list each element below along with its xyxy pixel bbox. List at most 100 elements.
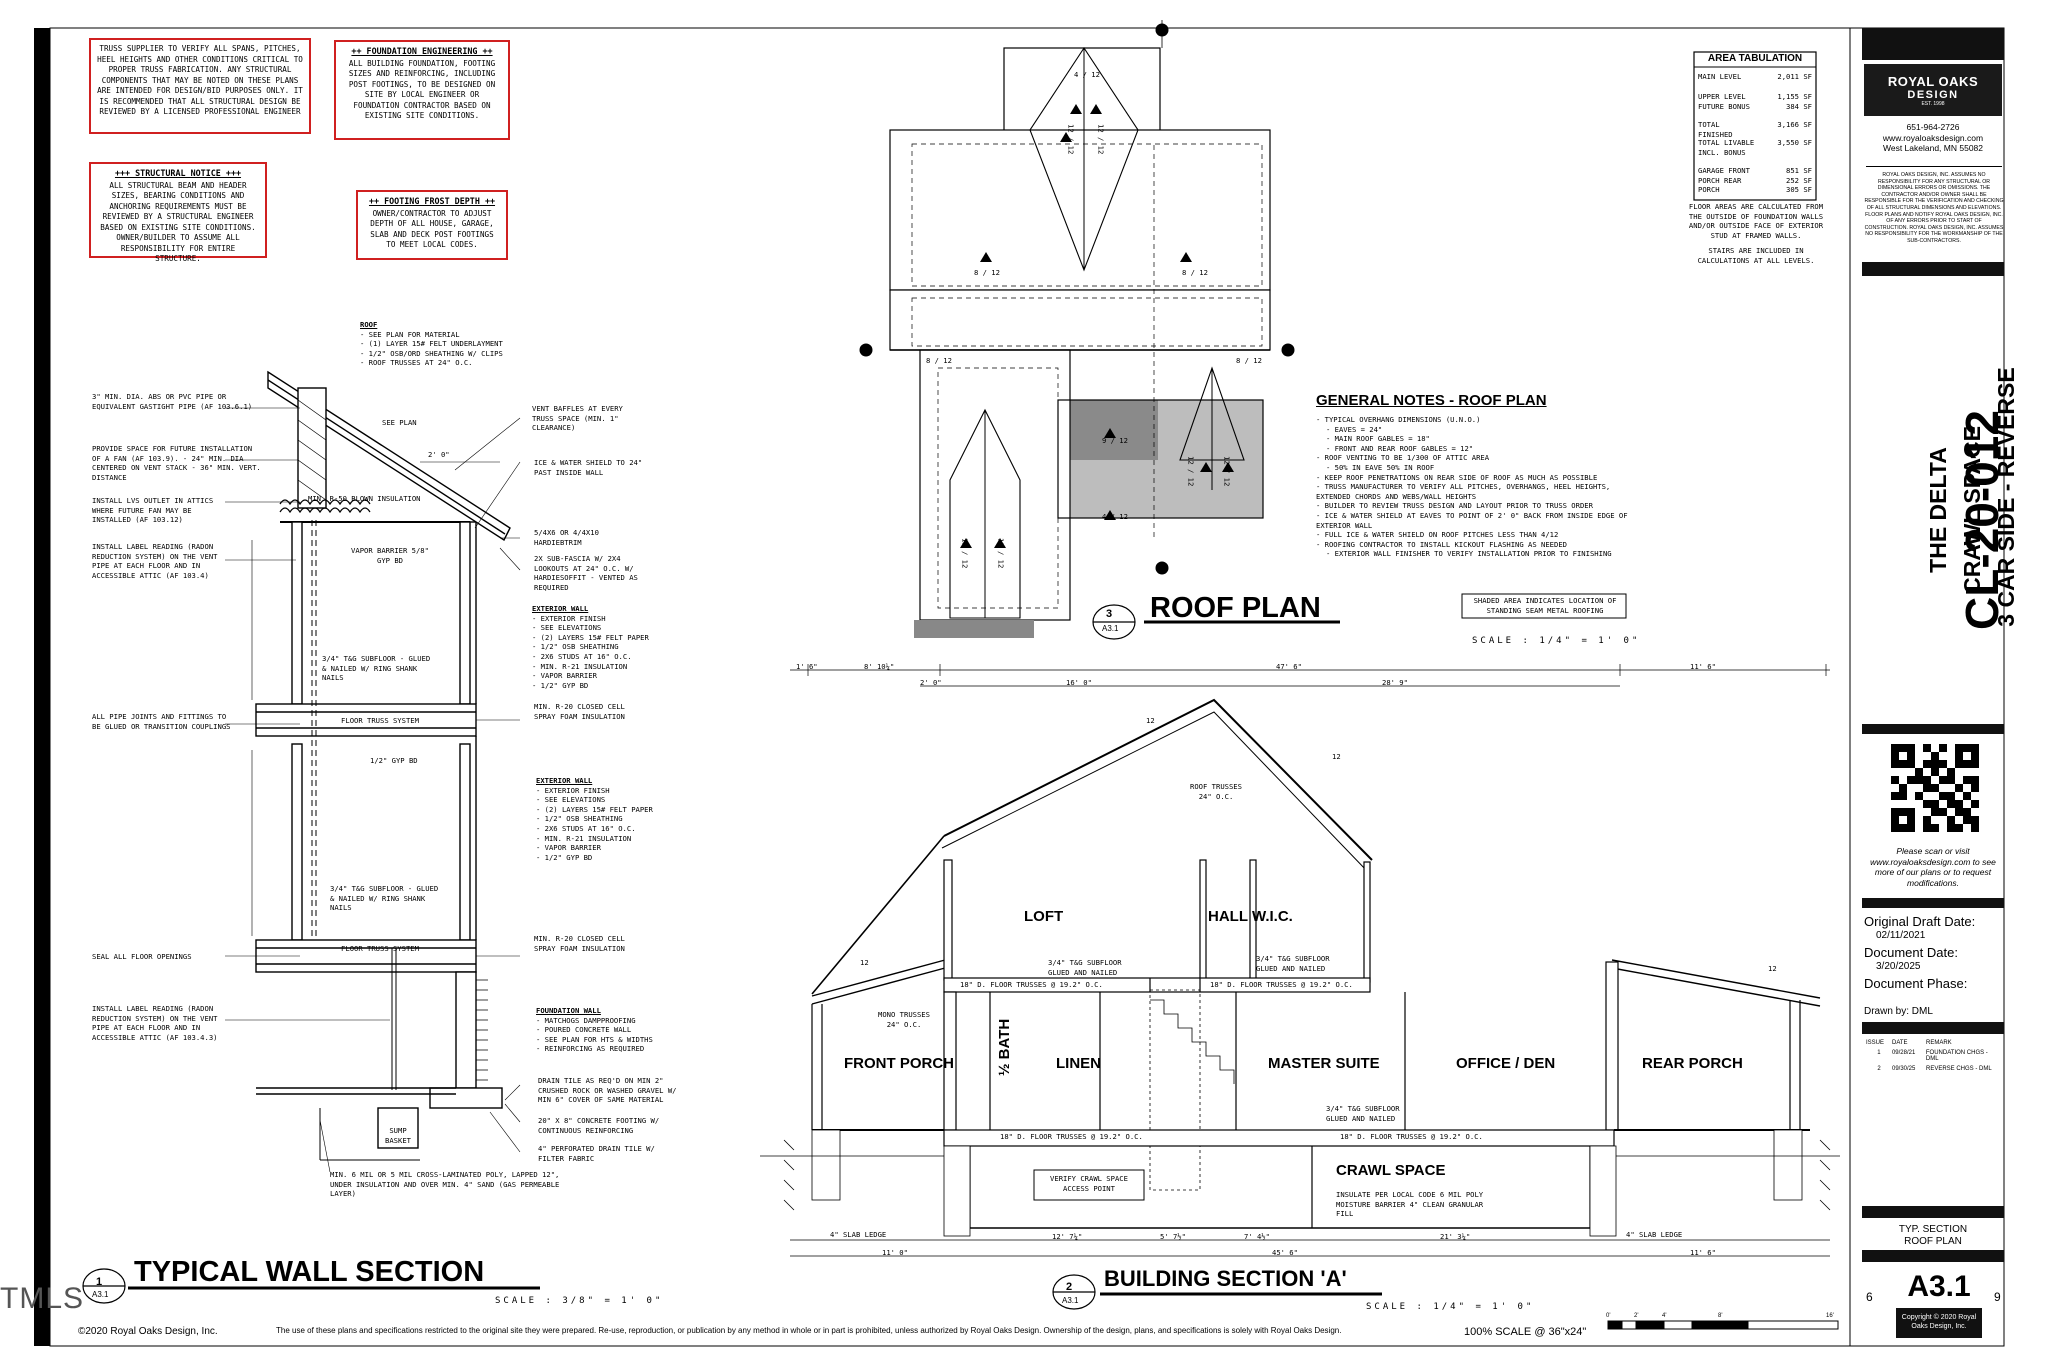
right-note-7: DRAIN TILE AS REQ'D ON MIN 2" CRUSHED RO…: [538, 1076, 677, 1105]
pitch-label: 12 / 12: [1096, 124, 1106, 155]
general-note-item: - KEEP ROOF PENETRATIONS ON REAR SIDE OF…: [1316, 472, 1598, 482]
doc-phase-label: Document Phase:: [1864, 976, 1968, 991]
tb-bar: [1862, 1250, 2004, 1262]
frost-depth-text: OWNER/CONTRACTOR TO ADJUST DEPTH OF ALL …: [370, 208, 494, 250]
floor-trusses-label-1: 18" D. FLOOR TRUSSES @ 19.2" O.C.: [960, 980, 1103, 989]
roof-plan-drawing: [859, 20, 1295, 638]
left-note-6: SEAL ALL FLOOR OPENINGS: [92, 952, 192, 961]
ext-wall-item: - 2X6 STUDS AT 16" O.C.: [536, 823, 636, 833]
wall-section-num: 1: [96, 1276, 103, 1288]
foundation-wall-item: - POURED CONCRETE WALL: [536, 1025, 632, 1035]
scale-tick: 2': [1634, 1313, 1639, 1319]
foundation-wall-item: - SEE PLAN FOR HTS & WIDTHS: [536, 1034, 653, 1044]
general-note-item: - ROOF VENTING TO BE 1/300 OF ATTIC AREA: [1316, 453, 1490, 463]
subfloor-label-1: 3/4" T&G SUBFLOOR - GLUED & NAILED W/ RI…: [322, 654, 431, 683]
ext-wall-item: - SEE ELEVATIONS: [532, 623, 602, 633]
pitch-label: 8 / 12: [1236, 356, 1262, 365]
plan-line-3: 3 CAR SIDE - REVERSE: [1993, 367, 2019, 627]
tb-bar: [1862, 724, 2004, 734]
general-note-item: - EXTERIOR WALL FINISHER TO VERIFY INSTA…: [1326, 549, 1612, 559]
ext-wall-item: - 1/2" OSB SHEATHING: [532, 642, 619, 652]
room-linen: LINEN: [1056, 1055, 1101, 1072]
right-note-1: VENT BAFFLES AT EVERY TRUSS SPACE (MIN. …: [532, 404, 623, 433]
roof-spec: ROOF - SEE PLAN FOR MATERIAL - (1) LAYER…: [360, 320, 520, 368]
general-note-item: - FULL ICE & WATER SHIELD ON ROOF PITCHE…: [1316, 530, 1559, 540]
ext-wall-item: - 1/2" GYP BD: [532, 680, 589, 690]
ext-wall-item: - EXTERIOR FINISH: [532, 613, 606, 623]
general-note-item: - TYPICAL OVERHANG DIMENSIONS (U.N.O.): [1316, 415, 1481, 424]
pitch-label: 12 / 12: [1066, 124, 1076, 155]
left-note-3: INSTALL LVS OUTLET IN ATTICS WHERE FUTUR…: [92, 496, 214, 525]
ext-wall-item: - 1/2" OSB SHEATHING: [536, 814, 623, 824]
issue-n: 1: [1877, 1050, 1881, 1056]
footer-legal: The use of these plans and specification…: [276, 1326, 1342, 1335]
pitch-label: 8 / 12: [1182, 268, 1208, 277]
pitch-12-label: 12: [1332, 752, 1341, 761]
company-contact: 651-964-2726 www.royaloaksdesign.com Wes…: [1862, 122, 2004, 154]
ext-wall-item: - (2) LAYERS 15# FELT PAPER: [532, 632, 649, 642]
roof-plan-num: 3: [1106, 608, 1113, 620]
ext-wall-title: EXTERIOR WALL: [532, 604, 589, 613]
ext-wall-item: - 1/2" GYP BD: [536, 852, 593, 862]
right-note-6: MIN. R-20 CLOSED CELL SPRAY FOAM INSULAT…: [534, 934, 625, 953]
ext-wall-item: - SEE ELEVATIONS: [536, 795, 606, 805]
pitch-label: 12 / 12: [1222, 456, 1232, 487]
subfloor-label-section-1: 3/4" T&G SUBFLOOR GLUED AND NAILED: [1048, 958, 1122, 977]
plan-name: THE DELTA: [1925, 447, 1951, 573]
orig-draft-date: 02/11/2021: [1876, 930, 1926, 941]
issue-date: 09/28/21: [1891, 1050, 1916, 1056]
truss-note: TRUSS SUPPLIER TO VERIFY ALL SPANS, PITC…: [89, 38, 311, 134]
see-plan-label: SEE PLAN: [382, 418, 417, 427]
area-row-label: MAIN LEVEL: [1698, 72, 1742, 81]
subfloor-label-2: 3/4" T&G SUBFLOOR - GLUED & NAILED W/ RI…: [330, 884, 439, 913]
bottom-dim: 12' 7¼": [1052, 1232, 1083, 1241]
roof-spec-title: ROOF: [360, 320, 378, 329]
roof-plan-ref: A3.1: [1102, 624, 1119, 633]
foundation-note-title: ++ FOUNDATION ENGINEERING ++: [351, 46, 493, 56]
left-note-2: PROVIDE SPACE FOR FUTURE INSTALLATION OF…: [92, 444, 261, 482]
foundation-wall-item: - MATCHOGS DAMPPROOFING: [536, 1015, 636, 1025]
scale-tick: 8': [1718, 1313, 1723, 1319]
bottom-dim: 45' 6": [1272, 1248, 1298, 1257]
room-hall: HALL: [1208, 908, 1248, 925]
ext-wall-item: - MIN. R-21 INSULATION: [532, 661, 628, 671]
room-front-porch: FRONT PORCH: [844, 1055, 954, 1072]
issue-date: 09/30/25: [1892, 1066, 1916, 1072]
drawn-by-label: Drawn by:: [1864, 1006, 1910, 1017]
pitch-label: 12 / 12: [996, 538, 1006, 569]
room-crawl-space: CRAWL SPACE: [1336, 1162, 1446, 1179]
general-note-item: - MAIN ROOF GABLES = 18": [1326, 434, 1430, 444]
structural-notice: +++ STRUCTURAL NOTICE +++ ALL STRUCTURAL…: [89, 162, 267, 263]
top-dim: 8' 10¼": [864, 662, 895, 671]
orig-draft-label: Original Draft Date:: [1864, 914, 1976, 929]
blown-insulation-label: MIN. R-50 BLOWN INSULATION: [308, 494, 421, 503]
issue-remark: REVERSE CHGS - DML: [1926, 1066, 1992, 1072]
general-note-item: - FRONT AND REAR ROOF GABLES = 12": [1326, 443, 1474, 453]
foundation-wall-title: FOUNDATION WALL: [536, 1006, 601, 1015]
sheet-number: A3.1: [1907, 1270, 1971, 1303]
foundation-note: ++ FOUNDATION ENGINEERING ++ ALL BUILDIN…: [334, 40, 510, 140]
right-note-8: 20" X 8" CONCRETE FOOTING W/ CONTINUOUS …: [538, 1116, 660, 1135]
area-tab-frame: [1693, 51, 1817, 201]
structural-notice-title: +++ STRUCTURAL NOTICE +++: [114, 168, 242, 178]
bottom-dim: 21' 3¼": [1440, 1232, 1471, 1241]
floor-truss-label-2: FLOOR TRUSS SYSTEM: [341, 944, 419, 953]
roof-spec-item: - SEE PLAN FOR MATERIAL: [360, 329, 460, 339]
roof-plan-scale: SCALE : 1/4" = 1' 0": [1472, 636, 1641, 646]
scale-tick: 4': [1662, 1313, 1667, 1319]
general-note-item: - 50% IN EAVE 50% IN ROOF: [1326, 462, 1435, 472]
scan-note: Please scan or visit www.royaloaksdesign…: [1870, 846, 1996, 888]
disclaimer: ROYAL OAKS DESIGN, INC. ASSUMES NO RESPO…: [1864, 172, 2004, 244]
plan-line-2: CRAWL SPACE: [1959, 426, 1985, 594]
company-est: EST. 1998: [1921, 101, 1945, 107]
tb-bar: [1862, 1206, 2004, 1218]
right-note-3: 5/4X6 OR 4/4X10 HARDIEBTRIM: [534, 528, 599, 547]
ext-wall-item: - EXTERIOR FINISH: [536, 785, 610, 795]
general-notes-title: GENERAL NOTES - ROOF PLAN: [1316, 392, 1547, 409]
vapor-barrier-label: VAPOR BARRIER 5/8" GYP BD: [351, 546, 429, 565]
bottom-dim: 5' 7½": [1160, 1232, 1186, 1241]
left-note-1: 3" MIN. DIA. ABS OR PVC PIPE OR EQUIVALE…: [92, 392, 253, 411]
